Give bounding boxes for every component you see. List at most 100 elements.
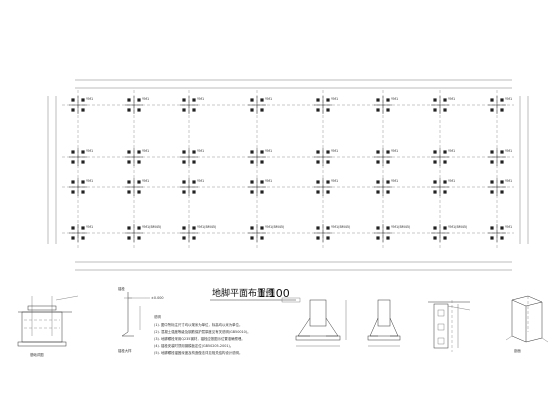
anchor-bolt: [137, 98, 141, 102]
anchor-bolt: [71, 190, 75, 194]
anchor-bolt: [81, 226, 85, 230]
anchor-bolt: [71, 236, 75, 240]
note-line: (4). 锚栓安装时须用钢模板定位(GB50205-2001)。: [154, 343, 233, 348]
anchor-bolt: [192, 190, 196, 194]
anchor-bolt: [316, 190, 320, 194]
anchor-bolt: [386, 150, 390, 154]
note-line: (5). 地脚螺栓锚固深度及构造做法详见相关结构设计说明。: [154, 350, 242, 355]
anchor-detail-label: 锚栓大样: [118, 348, 132, 353]
anchor-bolt: [443, 236, 447, 240]
anchor-bolt: [260, 190, 264, 194]
anchor-bolt: [500, 190, 504, 194]
anchor-bolt: [127, 226, 131, 230]
anchor-bolt: [182, 190, 186, 194]
plan-scale: 1:100: [258, 287, 290, 300]
column-anchor-group: [431, 148, 449, 166]
note-line: (1). 图中所标注尺寸均以毫米为单位，标高均以米为单位。: [154, 322, 242, 327]
anchor-bolt: [433, 180, 437, 184]
anchor-bolt: [260, 160, 264, 164]
anchor-bolt: [386, 190, 390, 194]
column-anchor-group: [180, 96, 198, 114]
anchor-bolt: [433, 108, 437, 112]
anchor-bolt: [182, 226, 186, 230]
anchor-bolt: [490, 98, 494, 102]
column-tag: YM1: [265, 179, 272, 183]
anchor-bolt: [250, 108, 254, 112]
anchor-bolt: [500, 98, 504, 102]
column-anchor-group: [180, 224, 198, 242]
column-anchor-group: [69, 96, 87, 114]
column-tag: YM1: [448, 149, 455, 153]
column-tag: YM1: [142, 149, 149, 153]
note-line: (3). 地脚螺栓采用Q235钢材，锚栓应按图示位置准确预埋。: [154, 336, 245, 341]
anchor-bolt: [443, 190, 447, 194]
column-stub: [309, 299, 327, 327]
anchor-bolt: [316, 180, 320, 184]
anchor-bolt: [433, 226, 437, 230]
column-tag: YM1: [505, 97, 512, 101]
cage-hook-1: [505, 335, 513, 341]
column-anchor-group: [248, 224, 266, 242]
anchor-bolt: [326, 150, 330, 154]
anchor-bolt: [250, 160, 254, 164]
anchor-bolt: [192, 108, 196, 112]
anchor-bolt: [71, 226, 75, 230]
anchor-plate-detail: [428, 300, 471, 352]
anchor-bolt: [260, 226, 264, 230]
plate-bolt-box-3: [437, 337, 445, 345]
anchor-bolt: [386, 98, 390, 102]
anchor-bolt: [81, 190, 85, 194]
anchor-bolt: [326, 180, 330, 184]
column-tag: YM1: [86, 97, 93, 101]
plate-bolt-box: [437, 309, 445, 317]
column-tag: YM1: [391, 149, 398, 153]
anchor-bolt: [192, 180, 196, 184]
column-tag: YM1: [142, 97, 149, 101]
anchor-bolt: [182, 180, 186, 184]
dim-text-box: [281, 297, 301, 303]
cage-hook-2: [541, 337, 549, 343]
column-anchor-group: [488, 148, 506, 166]
column-tag: YM1: [505, 179, 512, 183]
column-base-side: [367, 299, 401, 347]
anchor-bolt: [137, 190, 141, 194]
anchor-bolt: [433, 160, 437, 164]
anchor-bolt: [81, 98, 85, 102]
column-tag: YM1: [448, 97, 455, 101]
anchor-bolt: [250, 236, 254, 240]
column-anchor-group: [125, 224, 143, 242]
anchor-bolt: [376, 226, 380, 230]
column-tag: YM1: [86, 149, 93, 153]
stiffener-right: [325, 317, 339, 337]
anchor-bolt: [326, 236, 330, 240]
footing-base-plate: [27, 305, 57, 311]
anchor-bolt: [71, 98, 75, 102]
column-tag: YM1: [331, 97, 338, 101]
footing-body: [21, 311, 63, 343]
column-tag: YM1: [197, 149, 204, 153]
anchor-bolt: [443, 150, 447, 154]
column-tag: YM1: [331, 179, 338, 183]
column-anchor-group: [374, 224, 392, 242]
anchor-bolt: [376, 150, 380, 154]
anchor-bolt: [443, 98, 447, 102]
anchor-bolt: [326, 108, 330, 112]
anchor-bolt: [490, 190, 494, 194]
column-tag: YM1: [505, 149, 512, 153]
anchor-bolt: [386, 180, 390, 184]
anchor-bolt: [490, 236, 494, 240]
anchor-bolt: [326, 160, 330, 164]
column-anchor-group: [374, 96, 392, 114]
anchor-bolt: [127, 180, 131, 184]
column-anchor-group: [374, 178, 392, 196]
cage-top: [511, 295, 543, 307]
anchor-bolt: [443, 226, 447, 230]
footing-bottom-slab: [17, 341, 67, 347]
anchor-bolt: [250, 190, 254, 194]
column-tag: YM1(BM45): [265, 225, 285, 229]
anchor-bolt: [316, 236, 320, 240]
base-plate: [295, 335, 341, 341]
anchor-bolt: [490, 160, 494, 164]
anchor-bolt: [326, 226, 330, 230]
